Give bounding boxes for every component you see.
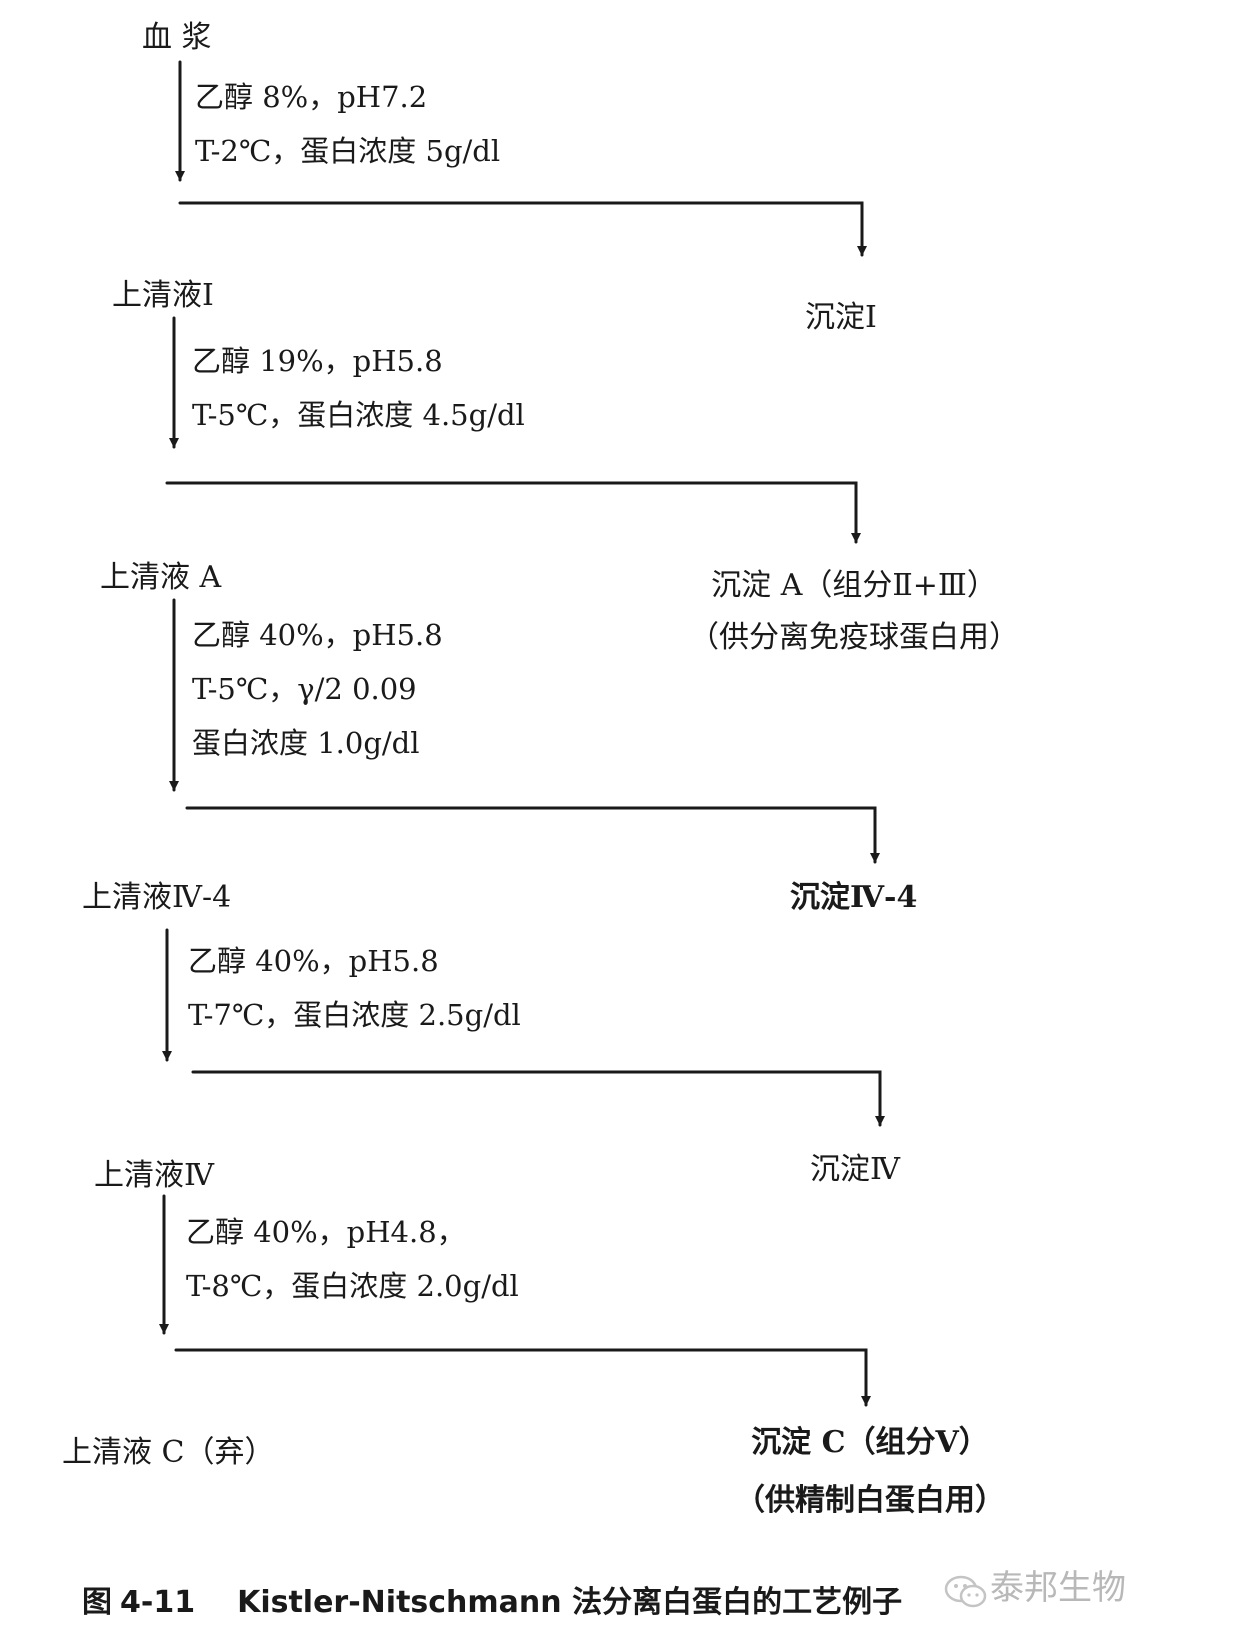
node-supernatant-iv: 上清液Ⅳ: [94, 1158, 214, 1193]
watermark-text: 泰邦生物: [990, 1568, 1126, 1608]
step-conditions-1: 乙醇 8%，pH7.2 T-2℃，蛋白浓度 5g/dl: [195, 70, 500, 178]
condition-line: T-8℃，蛋白浓度 2.0g/dl: [186, 1269, 519, 1303]
node-precipitate-1: 沉淀Ⅰ: [805, 300, 877, 335]
split-arrow-5: [174, 1348, 871, 1407]
split-arrow-4: [191, 1070, 885, 1127]
step-conditions-2: 乙醇 19%，pH5.8 T-5℃，蛋白浓度 4.5g/dl: [192, 334, 525, 442]
node-supernatant-iv4: 上清液Ⅳ-4: [82, 880, 232, 915]
step-conditions-3: 乙醇 40%，pH5.8 T-5℃，γ/2 0.09 蛋白浓度 1.0g/dl: [192, 608, 443, 770]
condition-line: T-5℃，蛋白浓度 4.5g/dl: [192, 398, 525, 432]
caption-prefix: 图: [82, 1585, 112, 1620]
step-conditions-4: 乙醇 40%，pH5.8 T-7℃，蛋白浓度 2.5g/dl: [188, 934, 521, 1042]
node-supernatant-c: 上清液 C（弃）: [62, 1435, 275, 1470]
split-arrow-3: [185, 806, 880, 864]
node-supernatant-1: 上清液Ⅰ: [112, 278, 214, 313]
node-precipitate-iv4: 沉淀Ⅳ-4: [790, 880, 918, 915]
split-arrow-1: [178, 201, 867, 257]
condition-line: 乙醇 19%，pH5.8: [192, 344, 443, 378]
node-precipitate-c: 沉淀 C（组分Ⅴ）: [751, 1425, 989, 1460]
step-conditions-5: 乙醇 40%，pH4.8， T-8℃，蛋白浓度 2.0g/dl: [186, 1205, 519, 1313]
node-precipitate-iv: 沉淀Ⅳ: [810, 1152, 900, 1187]
condition-line: 乙醇 40%，pH4.8，: [186, 1215, 466, 1249]
condition-line: 乙醇 8%，pH7.2: [195, 80, 428, 114]
condition-line: 蛋白浓度 1.0g/dl: [192, 726, 420, 760]
condition-line: T-2℃，蛋白浓度 5g/dl: [195, 134, 501, 168]
condition-line: 乙醇 40%，pH5.8: [192, 618, 443, 652]
node-precipitate-c-note: （供精制白蛋白用）: [735, 1483, 1005, 1518]
condition-line: 乙醇 40%，pH5.8: [188, 944, 439, 978]
node-precipitate-a: 沉淀 A（组分Ⅱ+Ⅲ）: [711, 568, 997, 603]
wechat-icon: [944, 1575, 987, 1608]
condition-line: T-7℃，蛋白浓度 2.5g/dl: [188, 998, 521, 1032]
node-supernatant-a: 上清液 A: [100, 560, 222, 595]
node-precipitate-a-note: （供分离免疫球蛋白用）: [689, 620, 1019, 655]
condition-line: T-5℃，γ/2 0.09: [192, 672, 417, 706]
node-plasma: 血 浆: [142, 20, 212, 55]
caption-text: Kistler-Nitschmann 法分离白蛋白的工艺例子: [237, 1585, 903, 1620]
split-arrow-2: [165, 481, 861, 544]
caption-number: 4-11: [120, 1585, 196, 1620]
